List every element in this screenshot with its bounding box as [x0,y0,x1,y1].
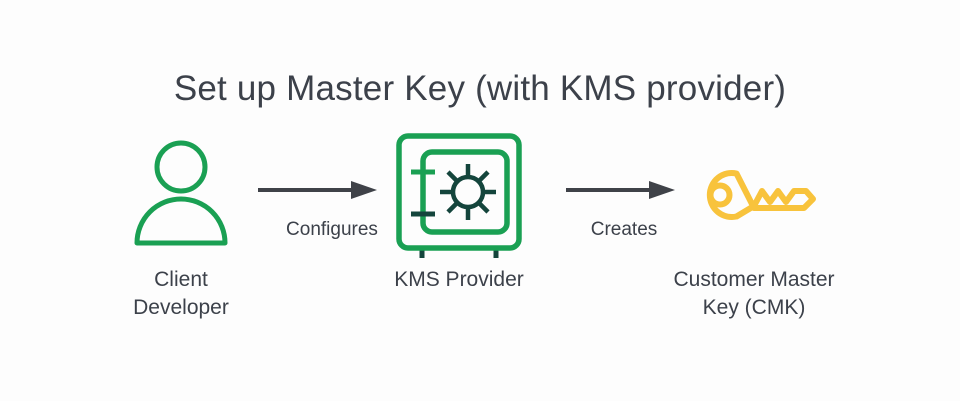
node-customer-master-key: Customer Master Key (CMK) [639,130,869,360]
kms-provider-caption: KMS Provider [394,266,524,294]
creates-arrow: Creates [558,130,738,360]
client-developer-icon-slot [127,130,235,260]
caption-line: Customer Master [673,268,835,291]
configures-arrow-label: Configures [286,219,378,240]
arrow-right-icon [566,181,675,199]
page-title: Set up Master Key (with KMS provider) [173,69,787,108]
kms-provider-icon-slot [392,130,526,260]
key-icon [706,170,816,220]
customer-master-key-icon-slot [692,130,816,260]
flow-row: Client Developer Configures [0,130,960,360]
caption-line: Client [154,268,208,291]
creates-arrow-label: Creates [590,219,658,240]
caption-line: Developer [133,296,229,319]
client-developer-caption: Client Developer [133,266,229,322]
arrow-right-icon [258,181,377,199]
caption-line: KMS Provider [394,268,524,291]
node-kms-provider: KMS Provider [344,130,574,360]
node-client-developer: Client Developer [66,130,296,360]
customer-master-key-caption: Customer Master Key (CMK) [673,266,834,322]
configures-arrow: Configures [248,130,428,360]
person-icon [134,140,228,246]
caption-line: Key (CMK) [702,296,806,319]
safe-vault-icon [396,133,522,258]
